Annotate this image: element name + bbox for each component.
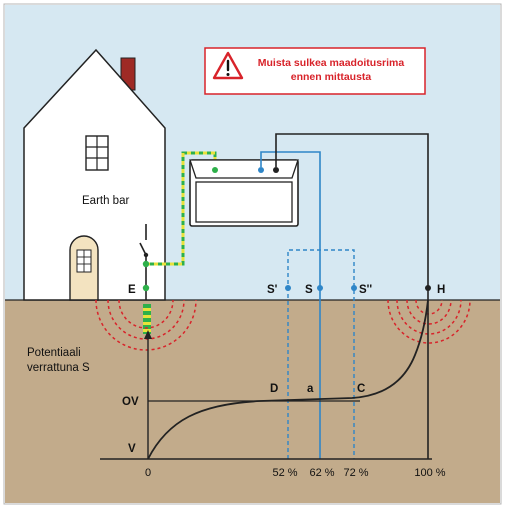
tick-label-72: 72 % — [343, 467, 368, 479]
probe-h-dot — [425, 285, 431, 291]
curve-point-a-label: a — [307, 383, 314, 395]
earth-conductor — [142, 151, 217, 268]
terminal-h — [273, 167, 279, 173]
warning-text-line1: Muista sulkea maadoitusrima — [258, 57, 405, 69]
earth-bar-label: Earth bar — [82, 195, 129, 207]
probe-s2-dot — [351, 285, 357, 291]
probe-h-label: H — [437, 284, 445, 296]
potential-curve — [147, 299, 429, 460]
tick-label-100: 100 % — [414, 467, 445, 479]
house-window — [85, 135, 109, 171]
house-body — [23, 48, 166, 301]
probe-s1-dot — [285, 285, 291, 291]
terminal-s — [258, 167, 264, 173]
probe-e-label: E — [128, 284, 136, 296]
ov-label: OV — [122, 396, 139, 408]
tick-label-52: 52 % — [272, 467, 297, 479]
potential-label-line2: verrattuna S — [27, 362, 90, 374]
potential-label-line1: Potentiaali — [27, 347, 81, 359]
tick-label-0: 0 — [145, 467, 151, 479]
s-lead — [260, 151, 321, 459]
axis-arrow-head — [144, 330, 152, 339]
earth-tester-instrument — [189, 159, 299, 227]
tick-label-62: 62 % — [309, 467, 334, 479]
earth-bar-junction-dot — [142, 260, 150, 268]
terminal-e — [212, 167, 218, 173]
earth-electrode — [143, 304, 151, 334]
probe-s1-label: S' — [267, 284, 278, 296]
curve-point-d-label: D — [270, 383, 278, 395]
probe-s2-label: S'' — [359, 284, 372, 296]
curve-point-c-label: C — [357, 383, 365, 395]
h-lead — [275, 133, 429, 459]
house-door — [69, 235, 99, 301]
alternative-probe-leads — [287, 249, 355, 459]
electrode-h-zone — [387, 299, 471, 344]
probe-s-dot — [317, 285, 323, 291]
warning-text-line2: ennen mittausta — [291, 71, 372, 83]
house: Earth bar — [23, 48, 166, 301]
warning-notice: Muista sulkea maadoitusrima ennen mittau… — [204, 47, 426, 95]
v-label: V — [128, 443, 136, 455]
probe-e-dot — [142, 284, 150, 292]
warning-triangle-icon — [212, 51, 244, 80]
probe-s-label: S — [305, 284, 313, 296]
